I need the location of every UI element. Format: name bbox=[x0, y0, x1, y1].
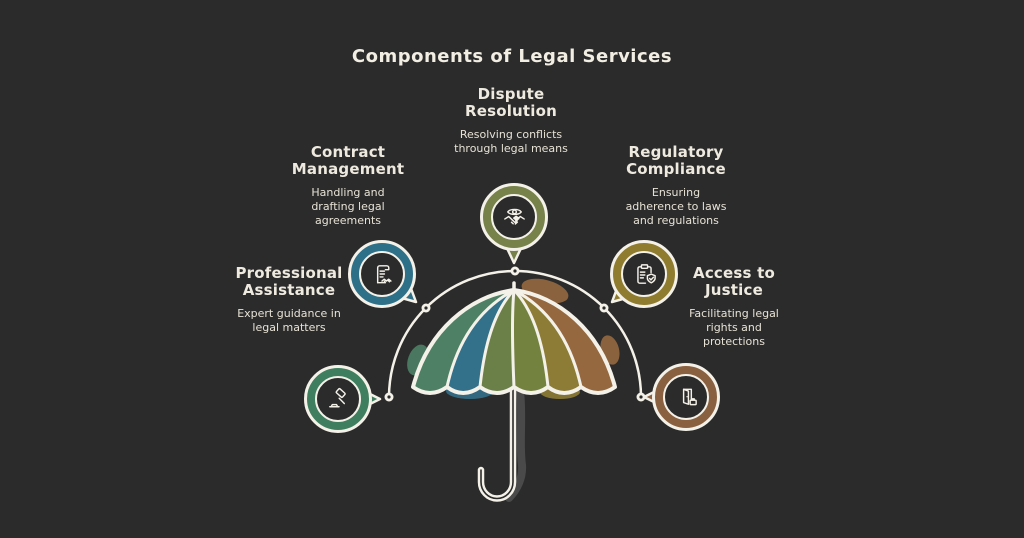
bubble-contract-management bbox=[348, 240, 416, 308]
handle-shadow bbox=[505, 388, 527, 502]
bubble-inner bbox=[315, 376, 361, 422]
open-door-icon bbox=[682, 388, 697, 405]
connector-nodes bbox=[384, 266, 646, 402]
page-title: Components of Legal Services bbox=[351, 46, 673, 67]
component-access-to-justice: Access to Justice Facilitating legal rig… bbox=[674, 264, 794, 349]
bubble-access-to-justice bbox=[652, 363, 720, 431]
component-professional-assistance: Professional Assistance Expert guidance … bbox=[229, 264, 349, 335]
component-name: Professional Assistance bbox=[235, 264, 343, 300]
canopy-panel bbox=[514, 290, 615, 392]
canopy-panel bbox=[514, 290, 581, 392]
component-name: Contract Management bbox=[291, 143, 405, 179]
component-dispute-resolution: Dispute Resolution Resolving conflicts t… bbox=[446, 85, 576, 156]
umbrella-ribs bbox=[445, 288, 583, 389]
component-name: Dispute Resolution bbox=[464, 85, 558, 121]
component-description: Resolving conflicts through legal means bbox=[454, 127, 568, 155]
component-description: Ensuring adherence to laws and regulatio… bbox=[625, 185, 727, 228]
gavel-icon bbox=[328, 387, 346, 407]
bubble-inner bbox=[359, 251, 405, 297]
canopy-panel bbox=[512, 290, 548, 392]
contract-scroll-handshake-icon bbox=[376, 264, 392, 283]
component-name: Regulatory Compliance bbox=[626, 143, 726, 179]
bubble-regulatory-compliance bbox=[610, 240, 678, 308]
eye-over-handshake-icon bbox=[503, 208, 525, 225]
component-regulatory-compliance: Regulatory Compliance Ensuring adherence… bbox=[611, 143, 741, 228]
component-description: Facilitating legal rights and protection… bbox=[689, 306, 779, 349]
bubble-inner bbox=[491, 194, 537, 240]
canopy-panel bbox=[413, 290, 514, 392]
bubble-dispute-resolution bbox=[480, 183, 548, 251]
canopy-panel bbox=[480, 290, 514, 392]
bubble-inner bbox=[663, 374, 709, 420]
umbrella-handle bbox=[477, 383, 517, 502]
canopy-panel bbox=[447, 290, 514, 392]
bubble-professional-assistance bbox=[304, 365, 372, 433]
umbrella-outline bbox=[411, 288, 617, 395]
umbrella-canopy bbox=[413, 290, 615, 392]
component-description: Expert guidance in legal matters bbox=[237, 306, 341, 334]
bubble-inner bbox=[621, 251, 667, 297]
component-contract-management: Contract Management Handling and draftin… bbox=[283, 143, 413, 228]
component-description: Handling and drafting legal agreements bbox=[311, 185, 385, 228]
clipboard-shield-check-icon bbox=[636, 263, 656, 284]
component-name: Access to Justice bbox=[693, 264, 775, 300]
